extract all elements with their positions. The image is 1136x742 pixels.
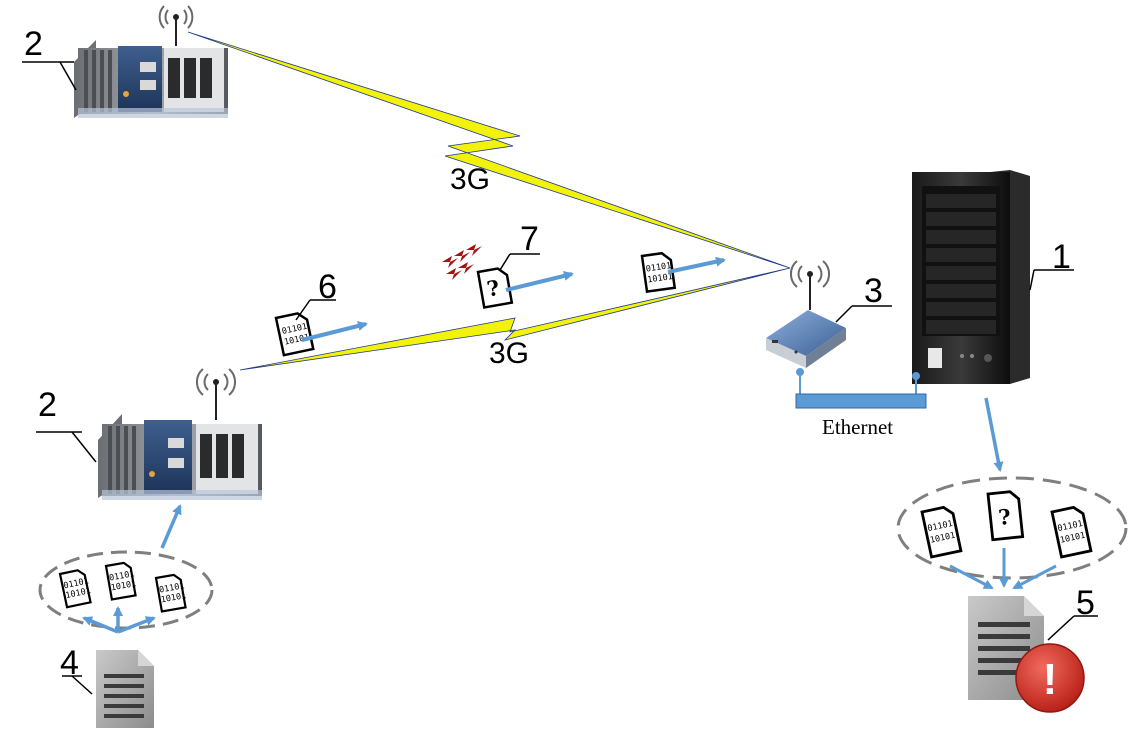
callout-source-file: 4 — [60, 644, 79, 682]
lower-3g-label: 3G — [489, 337, 529, 370]
packet-bits-line2: 10101 — [160, 591, 187, 605]
daq-device-top: 2 — [22, 5, 228, 118]
data-packet-icon: 01101 10101 — [274, 312, 315, 357]
document-icon — [96, 650, 154, 728]
packet-bits-line1: 01101 — [108, 569, 135, 583]
data-packet-icon: 01101 10101 — [58, 569, 92, 609]
server: 1 — [912, 170, 1074, 384]
callout-attacked-packet: 7 — [520, 220, 539, 258]
callout-data-packet: 6 — [318, 268, 337, 306]
packet-bits-line2: 10101 — [110, 579, 137, 593]
data-packet-icon: 01101 10101 — [154, 573, 187, 613]
data-packet-icon: ? — [986, 490, 1025, 542]
ethernet-bar — [795, 393, 927, 409]
lower-3g-link — [239, 267, 791, 371]
received-file-merge: 01101 10101 ? 01101 10101 ! — [896, 397, 1128, 713]
server-tower-icon — [912, 170, 1030, 384]
packet-bits-line1: 01101 — [645, 261, 672, 274]
ethernet-label: Ethernet — [822, 415, 893, 439]
daq-device-bottom: 2 — [36, 368, 262, 500]
error-badge-icon: ! — [1015, 643, 1085, 713]
interference-icon — [442, 244, 482, 280]
callout-device-bottom: 2 — [38, 386, 57, 424]
callout-device-top: 2 — [24, 25, 43, 63]
data-packet-icon: 01101 10101 — [640, 251, 677, 294]
daq-device-icon — [98, 414, 262, 500]
data-packet-icon: ? — [476, 267, 514, 309]
unknown-marker: ? — [485, 275, 501, 302]
data-packet-6: 01101 10101 6 — [274, 268, 368, 357]
source-file-split: 01101 10101 01101 10101 01101 10101 4 — [38, 504, 214, 728]
upper-3g-label: 3G — [450, 163, 490, 196]
data-packet-icon: 01101 10101 — [104, 561, 137, 601]
data-packet-arriving: 01101 10101 — [640, 251, 726, 294]
antenna-icon — [158, 5, 194, 46]
data-packet-icon: 01101 10101 — [1050, 505, 1093, 559]
daq-device-icon — [74, 40, 228, 118]
callout-corrupted-file: 5 — [1076, 584, 1095, 622]
packet-bits-line2: 10101 — [647, 272, 674, 285]
antenna-icon — [790, 260, 830, 310]
data-packet-icon: 01101 10101 — [920, 505, 963, 559]
ethernet-link: Ethernet — [795, 368, 927, 439]
packet-bits-line1: 01101 — [158, 581, 185, 595]
wireless-router-icon — [766, 310, 846, 368]
unknown-marker: ? — [997, 504, 1012, 530]
packet-group-received — [896, 476, 1128, 580]
antenna-icon — [196, 368, 236, 420]
upper-3g-link — [187, 31, 791, 269]
callout-server: 1 — [1052, 238, 1071, 276]
error-marker: ! — [1043, 655, 1058, 704]
wireless-router: 3 — [766, 260, 892, 368]
attacked-packet-7: ? 7 — [442, 220, 574, 309]
callout-router: 3 — [864, 272, 883, 310]
